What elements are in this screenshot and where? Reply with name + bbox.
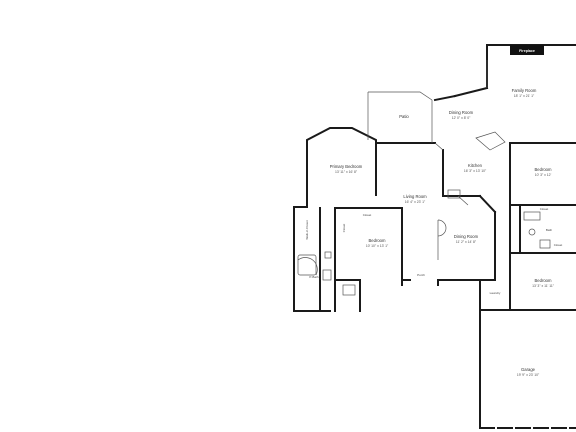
label-family-room: Family Room (512, 88, 537, 93)
dims-dining-room-top: 12' 0" x 8' 0" (452, 116, 471, 120)
label-porch: Porch (417, 273, 425, 277)
label-bedroom-left: Bedroom (369, 238, 387, 243)
dims-family-room: 18' 1" x 21' 1" (514, 94, 535, 98)
fireplace-block (510, 45, 544, 55)
label-walk-in-closet: Walk-in Closet (305, 220, 309, 239)
label-bedroom-right-bottom: Bedroom (535, 278, 553, 283)
dims-garage: 19' 9" x 23' 10" (517, 373, 540, 377)
label-laundry: Laundry (490, 291, 501, 295)
dims-living-room: 16' 4" x 23' 1" (405, 200, 426, 204)
label-fireplace: Fireplace (519, 49, 535, 53)
label-p-bath: P-Bath (309, 275, 319, 279)
dims-bedroom-right-top: 10' 3" x 12' (535, 173, 552, 177)
label-kitchen: Kitchen (468, 163, 483, 168)
label-garage: Garage (521, 367, 536, 372)
label-closet-small: Closet (363, 213, 372, 217)
dims-kitchen: 16' 3" x 13' 10" (464, 169, 487, 173)
dims-bedroom-right-bottom: 13' 3" x 11' 11" (532, 284, 555, 288)
label-closet-right-mid: Closet (554, 243, 563, 247)
label-living-room: Living Room (403, 194, 427, 199)
room-labels: Fireplace Family Room 18' 1" x 21' 1" Di… (305, 49, 562, 377)
walls (293, 44, 576, 429)
label-patio: Patio (399, 114, 409, 119)
label-dining-room-top: Dining Room (449, 110, 474, 115)
label-closet-right-top: Closet (540, 207, 549, 211)
label-dining-room: Dining Room (454, 234, 479, 239)
thin-lines (297, 60, 551, 296)
dims-primary-bedroom: 13' 11" x 16' 8" (335, 170, 358, 174)
label-bedroom-right-top: Bedroom (535, 167, 553, 172)
dims-bedroom-left: 10' 10" x 13' 1" (366, 244, 389, 248)
dims-dining-room: 11' 2" x 14' 8" (456, 240, 477, 244)
label-primary-bedroom: Primary Bedroom (330, 164, 363, 169)
label-bath: Bath (546, 228, 553, 232)
label-closet-left: Closet (342, 224, 346, 233)
